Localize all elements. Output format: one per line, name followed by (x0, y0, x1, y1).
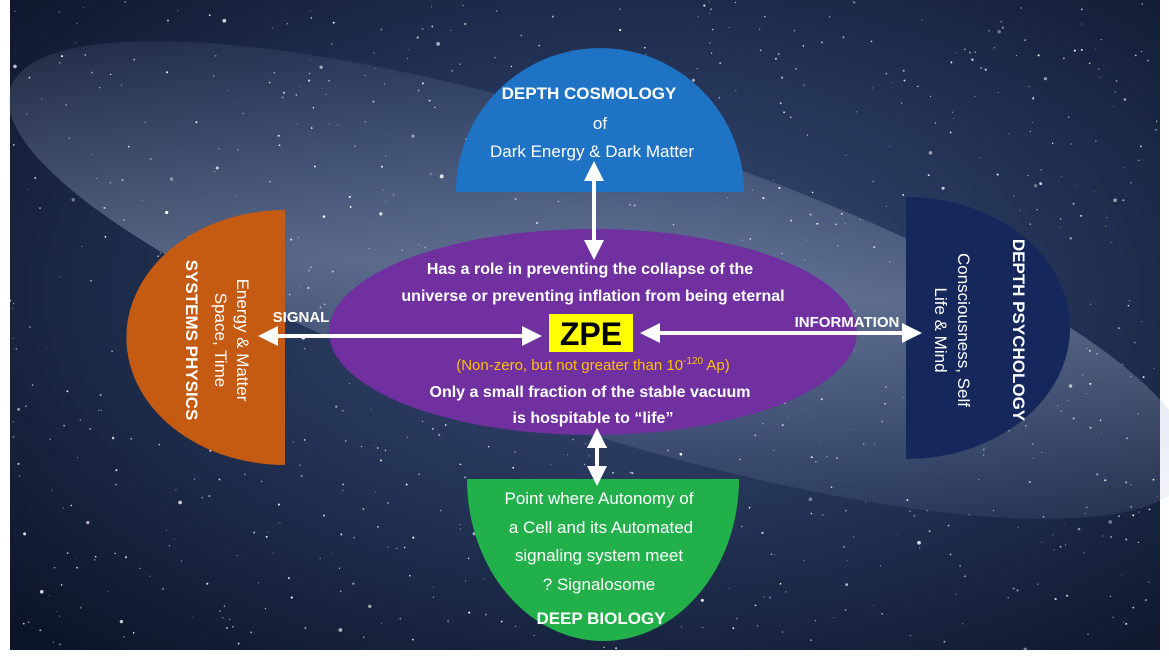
signal-label: SIGNAL (273, 309, 330, 326)
psychology-title: DEPTH PSYCHOLOGY (1009, 239, 1028, 422)
biology-line4: ? Signalosome (543, 575, 655, 594)
physics-line3: Energy & Matter (233, 279, 252, 402)
cosmology-title: DEPTH COSMOLOGY (502, 84, 677, 103)
center-bottom-line1: Only a small fraction of the stable vacu… (430, 384, 751, 401)
biology-title: DEEP BIOLOGY (536, 609, 666, 628)
center-top-line2: universe or preventing inflation from be… (401, 288, 784, 305)
constraint-pre: (Non-zero, but not greater than 10 (456, 357, 683, 374)
constraint-exponent: -120 (683, 356, 703, 367)
psychology-line3: Life & Mind (931, 287, 950, 372)
biology-line3: signaling system meet (515, 546, 683, 565)
physics-shape (126, 210, 285, 465)
center-bottom-line2: is hospitable to “life” (513, 410, 674, 427)
physics-line2: Space, Time (211, 293, 230, 388)
biology-line2: a Cell and its Automated (509, 518, 693, 537)
biology-line1: Point where Autonomy of (504, 489, 693, 508)
psychology-line2: Consciousness, Self (954, 253, 973, 407)
biology-shape (467, 479, 739, 641)
cosmology-shape (456, 48, 744, 193)
cosmology-line2: of (593, 114, 607, 133)
physics-title: SYSTEMS PHYSICS (182, 260, 201, 421)
center-constraint: (Non-zero, but not greater than 10-120 A… (456, 356, 730, 374)
information-label: INFORMATION (795, 314, 900, 331)
psychology-shape (906, 197, 1070, 459)
constraint-post: Ap) (703, 357, 730, 374)
cosmology-line3: Dark Energy & Dark Matter (490, 142, 694, 161)
center-top-line1: Has a role in preventing the collapse of… (427, 261, 753, 278)
zpe-highlight (549, 314, 633, 352)
zpe-label: ZPE (560, 316, 622, 352)
